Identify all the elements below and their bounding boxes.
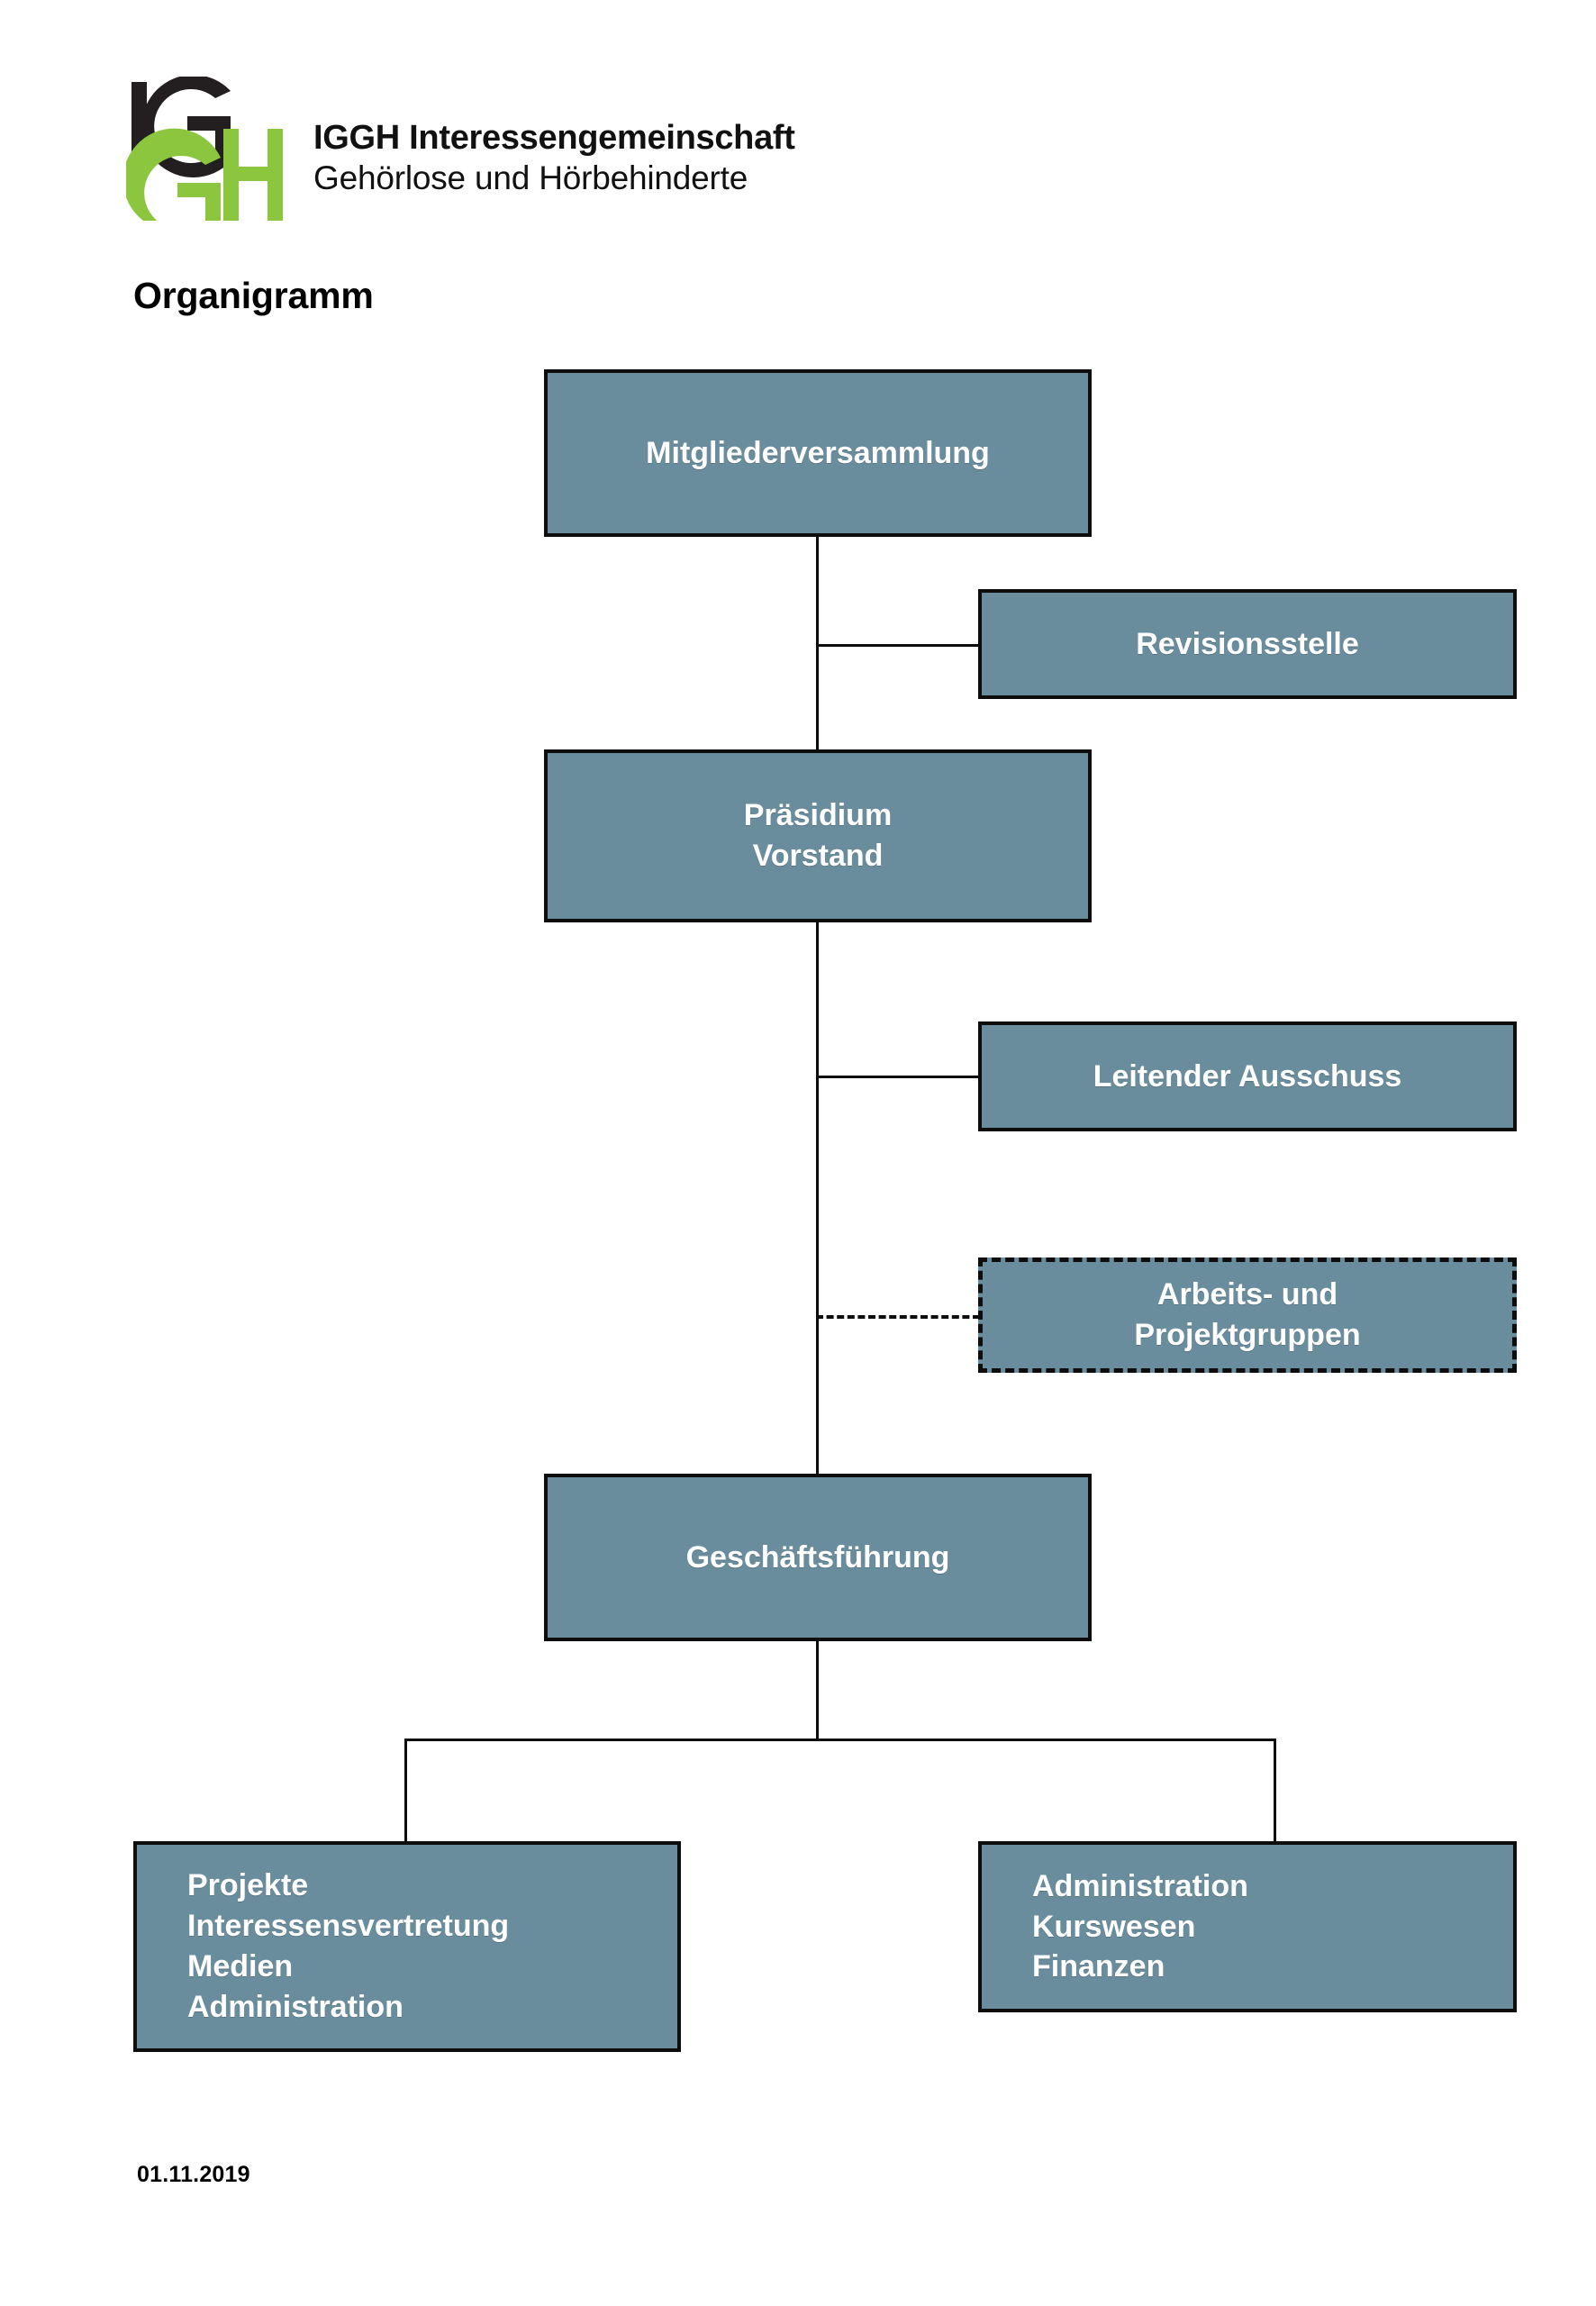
document-date: 01.11.2019 (137, 2162, 250, 2187)
node-label: Präsidium Vorstand (743, 798, 893, 873)
connector-branch-left (404, 1739, 407, 1841)
brand-wordmark: IGGH Interessengemeinschaft Gehörlose un… (313, 77, 795, 198)
iggh-logo-icon (126, 77, 286, 221)
node-geschaeftsfuehrung[interactable]: Geschäftsführung (544, 1474, 1092, 1641)
brand-header: IGGH Interessengemeinschaft Gehörlose un… (126, 77, 795, 221)
connector-branch-bar (404, 1739, 1276, 1741)
node-administration-gruppe[interactable]: Administration Kurswesen Finanzen (978, 1841, 1517, 2012)
connector-praesidium-to-arbeitsgruppen (816, 1315, 980, 1319)
connector-geschaeftsfuehrung-drop (816, 1638, 819, 1740)
node-projekte-gruppe[interactable]: Projekte Interessensvertretung Medien Ad… (133, 1841, 681, 2052)
node-label: Arbeits- und Projektgruppen (1134, 1277, 1361, 1352)
connector-praesidium-to-leitender-ausschuss (816, 1076, 978, 1078)
connector-branch-right (1274, 1739, 1276, 1841)
node-label: Projekte Interessensvertretung Medien Ad… (187, 1868, 510, 2024)
node-label: Administration Kurswesen Finanzen (1032, 1868, 1248, 1984)
node-label: Leitender Ausschuss (1093, 1058, 1402, 1094)
node-label: Geschäftsführung (685, 1539, 950, 1575)
node-label: Mitgliederversammlung (646, 435, 990, 470)
node-praesidium-vorstand[interactable]: Präsidium Vorstand (544, 749, 1092, 922)
node-label: Revisionsstelle (1136, 626, 1359, 661)
node-mitgliederversammlung[interactable]: Mitgliederversammlung (544, 369, 1092, 537)
brand-name-primary: IGGH Interessengemeinschaft (313, 119, 795, 157)
page-title: Organigramm (133, 275, 374, 316)
connector-praesidium-to-geschaeftsfuehrung (816, 921, 819, 1474)
connector-mitglieder-to-praesidium (816, 535, 819, 751)
connector-mitglieder-to-revisionsstelle (816, 644, 978, 647)
node-revisionsstelle[interactable]: Revisionsstelle (978, 589, 1517, 699)
node-arbeits-und-projektgruppen[interactable]: Arbeits- und Projektgruppen (978, 1257, 1517, 1373)
node-leitender-ausschuss[interactable]: Leitender Ausschuss (978, 1021, 1517, 1131)
brand-name-secondary: Gehörlose und Hörbehinderte (313, 159, 748, 196)
